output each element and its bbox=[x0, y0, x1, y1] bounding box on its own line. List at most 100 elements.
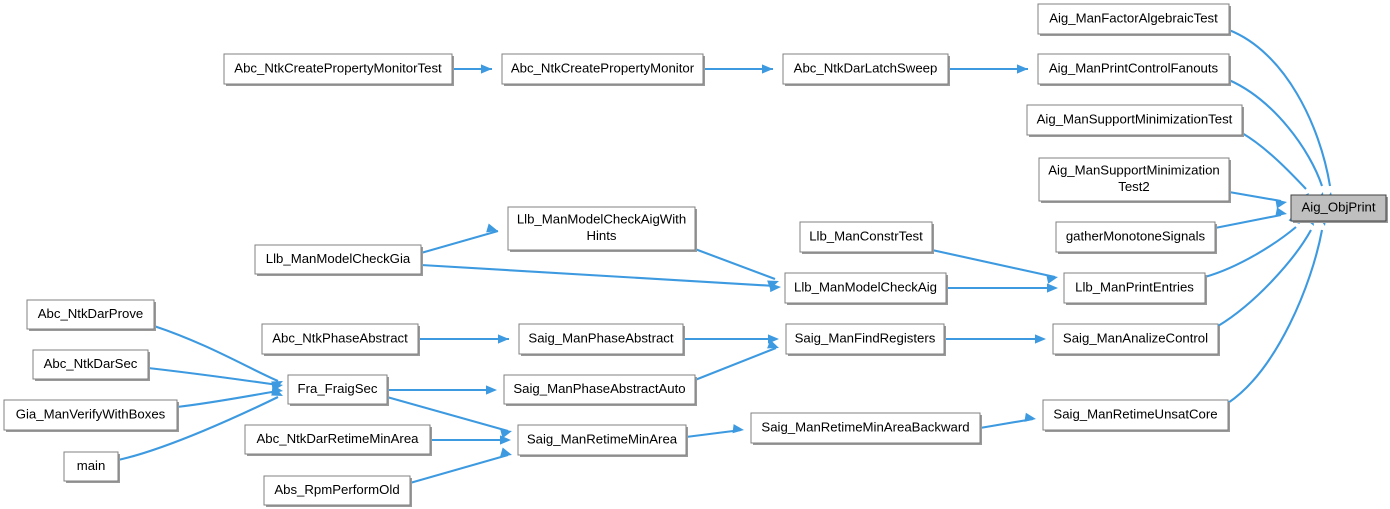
node-saig_man_find_registers[interactable]: Saig_ManFindRegisters bbox=[785, 323, 946, 356]
node-main[interactable]: main bbox=[63, 451, 120, 483]
node-box[interactable] bbox=[507, 206, 696, 251]
arrowhead bbox=[1046, 274, 1058, 284]
node-box[interactable] bbox=[244, 424, 431, 455]
node-box[interactable] bbox=[1037, 3, 1230, 35]
edge-aig_man_factor_algebraic_test-to-aig_obj_print bbox=[1228, 29, 1332, 187]
arrowhead bbox=[500, 429, 512, 439]
node-box[interactable] bbox=[63, 451, 119, 482]
node-box[interactable] bbox=[785, 323, 945, 355]
node-gather_monotone_signals[interactable]: gatherMonotoneSignals bbox=[1055, 221, 1217, 254]
edge-abc_ntk_dar_prove-to-fra_fraig_sec bbox=[153, 325, 279, 382]
edge-abs_rpm_perform_old-to-saig_man_retime_min_area bbox=[409, 453, 509, 485]
arrowhead bbox=[498, 334, 509, 344]
node-llb_man_print_entries[interactable]: Llb_ManPrintEntries bbox=[1063, 272, 1207, 305]
node-box[interactable] bbox=[1038, 157, 1230, 202]
edge-fra_fraig_sec-to-saig_man_retime_min_area bbox=[386, 395, 509, 433]
nodes-layer: Abc_NtkCreatePropertyMonitorTest Abc_NtkC… bbox=[3, 3, 1388, 507]
node-fra_fraig_sec[interactable]: Fra_FraigSec bbox=[287, 374, 389, 406]
node-box[interactable] bbox=[261, 323, 419, 355]
arrowhead bbox=[767, 280, 779, 290]
node-saig_man_phase_abstract[interactable]: Saig_ManPhaseAbstract bbox=[518, 323, 685, 356]
node-label: gatherMonotoneSignals bbox=[1066, 228, 1206, 243]
node-label: Llb_ManModelCheckAig bbox=[794, 279, 937, 294]
node-abc_ntk_create_property_monitor_test[interactable]: Abc_NtkCreatePropertyMonitorTest bbox=[223, 53, 454, 86]
node-label: Abc_NtkCreatePropertyMonitorTest bbox=[234, 60, 442, 75]
node-box[interactable] bbox=[1055, 221, 1216, 253]
node-box[interactable] bbox=[1063, 272, 1206, 304]
node-label: Llb_ManModelCheckAigWith bbox=[517, 212, 686, 227]
node-saig_man_analize_control[interactable]: Saig_ManAnalizeControl bbox=[1052, 323, 1220, 356]
node-saig_man_retime_unsat_core[interactable]: Saig_ManRetimeUnsatCore bbox=[1042, 399, 1230, 432]
node-box[interactable] bbox=[1042, 399, 1229, 431]
node-label: Aig_ManFactorAlgebraicTest bbox=[1049, 10, 1218, 25]
node-box[interactable] bbox=[782, 53, 949, 85]
node-aig_man_support_minimization_test[interactable]: Aig_ManSupportMinimizationTest bbox=[1026, 104, 1244, 137]
node-abs_rpm_perform_old[interactable]: Abs_RpmPerformOld bbox=[263, 475, 412, 507]
node-label: Abc_NtkDarLatchSweep bbox=[794, 60, 938, 75]
arrowhead bbox=[481, 64, 492, 74]
node-box[interactable] bbox=[287, 374, 388, 405]
node-abc_ntk_dar_retime_min_area[interactable]: Abc_NtkDarRetimeMinArea bbox=[244, 424, 432, 456]
node-label: Saig_ManAnalizeControl bbox=[1063, 330, 1208, 345]
node-box[interactable] bbox=[501, 53, 704, 85]
edge-saig_man_retime_min_area_backward-to-saig_man_retime_unsat_core bbox=[979, 417, 1034, 430]
edge-llb_man_print_entries-to-aig_obj_print bbox=[1204, 226, 1297, 279]
node-aig_man_print_control_fanouts[interactable]: Aig_ManPrintControlFanouts bbox=[1037, 53, 1231, 86]
edge-aig_man_support_minimization_test2-to-aig_obj_print bbox=[1228, 190, 1282, 203]
arrowhead bbox=[500, 435, 511, 445]
node-abc_ntk_dar_latch_sweep[interactable]: Abc_NtkDarLatchSweep bbox=[782, 53, 950, 86]
node-saig_man_retime_min_area[interactable]: Saig_ManRetimeMinArea bbox=[517, 424, 688, 457]
arrowhead bbox=[1035, 334, 1046, 344]
edge-aig_man_print_control_fanouts-to-aig_obj_print bbox=[1228, 79, 1323, 187]
arrowhead bbox=[486, 385, 497, 395]
arrowhead bbox=[1047, 283, 1058, 293]
node-box[interactable] bbox=[26, 299, 155, 330]
node-abc_ntk_dar_sec[interactable]: Abc_NtkDarSec bbox=[32, 349, 150, 381]
node-box[interactable] bbox=[254, 244, 422, 275]
node-aig_man_factor_algebraic_test[interactable]: Aig_ManFactorAlgebraicTest bbox=[1037, 3, 1231, 36]
node-gia_man_verify_with_boxes[interactable]: Gia_ManVerifyWithBoxes bbox=[3, 399, 179, 432]
node-box[interactable] bbox=[799, 221, 933, 253]
node-llb_man_model_check_aig[interactable]: Llb_ManModelCheckAig bbox=[784, 272, 948, 305]
node-box[interactable] bbox=[1037, 53, 1230, 85]
arrowhead bbox=[732, 424, 744, 434]
node-aig_obj_print[interactable]: Aig_ObjPrint bbox=[1290, 194, 1388, 223]
node-saig_man_retime_min_area_backward[interactable]: Saig_ManRetimeMinAreaBackward bbox=[750, 412, 982, 445]
node-box[interactable] bbox=[32, 349, 149, 380]
arrowhead bbox=[762, 64, 773, 74]
node-label: Abc_NtkPhaseAbstract bbox=[272, 330, 408, 345]
node-label: Hints bbox=[586, 228, 616, 243]
node-box[interactable] bbox=[1026, 104, 1243, 136]
node-box[interactable] bbox=[784, 272, 947, 304]
node-box[interactable] bbox=[518, 323, 684, 355]
node-abc_ntk_phase_abstract[interactable]: Abc_NtkPhaseAbstract bbox=[261, 323, 420, 356]
edge-saig_man_phase_abstract_auto-to-saig_man_find_registers bbox=[694, 347, 777, 381]
node-saig_man_phase_abstract_auto[interactable]: Saig_ManPhaseAbstractAuto bbox=[503, 374, 697, 406]
edge-llb_man_model_check_gia-to-llb_man_model_check_aig bbox=[420, 263, 776, 288]
edge-gather_monotone_signals-to-aig_obj_print bbox=[1214, 213, 1282, 230]
node-llb_man_constr_test[interactable]: Llb_ManConstrTest bbox=[799, 221, 934, 254]
edges-layer bbox=[117, 29, 1332, 485]
node-abc_ntk_create_property_monitor[interactable]: Abc_NtkCreatePropertyMonitor bbox=[501, 53, 705, 86]
node-box[interactable] bbox=[1052, 323, 1219, 355]
arrowhead bbox=[767, 339, 779, 349]
arrowhead bbox=[1275, 199, 1287, 209]
node-label: Gia_ManVerifyWithBoxes bbox=[16, 406, 166, 421]
node-box[interactable] bbox=[517, 424, 687, 456]
node-label: Abc_NtkDarProve bbox=[38, 306, 144, 321]
edge-llb_man_model_check_gia-to-llb_man_model_check_aig_with_hints bbox=[420, 229, 499, 255]
node-abc_ntk_dar_prove[interactable]: Abc_NtkDarProve bbox=[26, 299, 156, 331]
node-llb_man_model_check_gia[interactable]: Llb_ManModelCheckGia bbox=[254, 244, 423, 276]
node-box[interactable] bbox=[263, 475, 411, 506]
node-box[interactable] bbox=[503, 374, 696, 405]
node-box[interactable] bbox=[3, 399, 178, 431]
node-label: Abc_NtkDarSec bbox=[44, 356, 138, 371]
node-box[interactable] bbox=[1290, 194, 1387, 222]
node-label: Saig_ManFindRegisters bbox=[795, 330, 936, 345]
node-label: Test2 bbox=[1118, 179, 1150, 194]
node-box[interactable] bbox=[223, 53, 453, 85]
node-box[interactable] bbox=[750, 412, 981, 444]
